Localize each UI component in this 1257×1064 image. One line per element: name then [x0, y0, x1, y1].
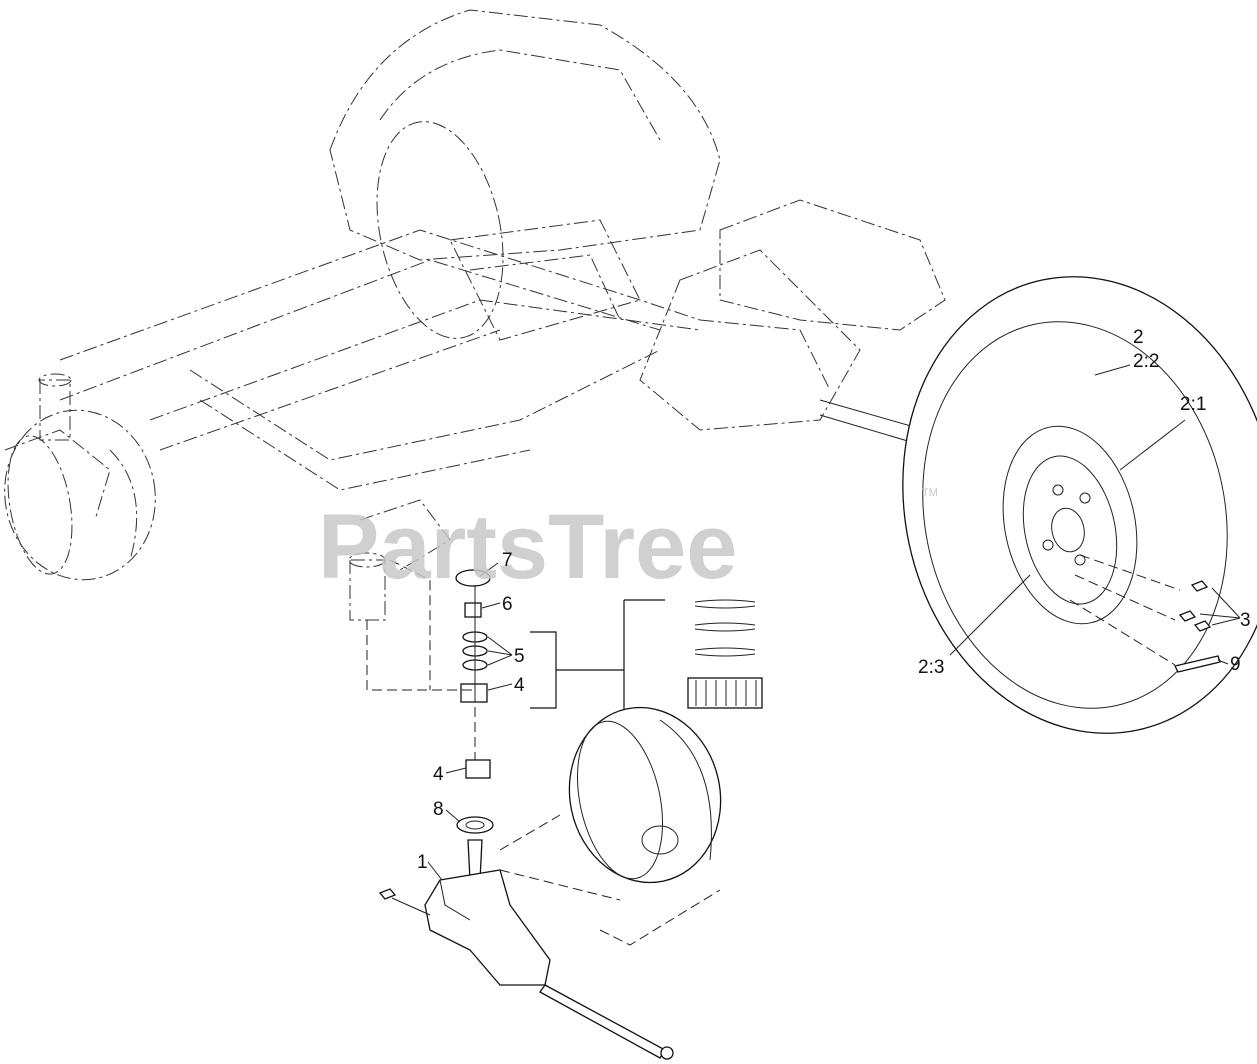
- seal: [456, 816, 494, 834]
- callout-6: 6: [502, 594, 513, 615]
- dust-cap: [455, 569, 491, 587]
- callout-8: 8: [433, 799, 444, 820]
- caster-wheel: [499, 706, 722, 946]
- callout-9: 9: [1230, 654, 1241, 675]
- callout-2-2: 2:2: [1133, 351, 1159, 372]
- lug-nuts: [1178, 580, 1212, 632]
- caster-fork: [424, 869, 551, 986]
- caster-fork-assembly: [378, 759, 674, 1060]
- front-left-caster-wheel: [4, 409, 156, 581]
- callout-7: 7: [502, 550, 513, 571]
- callout-4-lower: 4: [433, 764, 444, 785]
- valve-stem: [1174, 655, 1221, 673]
- watermark-trademark: TM: [922, 487, 938, 499]
- mower-frame-phantom: [4, 9, 961, 621]
- callout-4-upper: 4: [514, 675, 525, 696]
- leader-lines: [427, 364, 1241, 881]
- rear-tire-assembly: [902, 276, 1257, 734]
- watermark-text: PartsTree: [318, 496, 737, 598]
- enlarged-bearing-view: [687, 599, 763, 709]
- callout-labels: 2 2:2 2:1 2:3 3 9 7 6 5 4 4 8 1: [417, 327, 1251, 873]
- callout-2: 2: [1133, 327, 1144, 348]
- callout-1: 1: [417, 852, 428, 873]
- callout-5: 5: [514, 646, 525, 667]
- nut: [464, 602, 482, 618]
- callout-2-1: 2:1: [1180, 394, 1206, 415]
- tapered-bearing: [460, 683, 488, 703]
- lower-bearing: [465, 759, 491, 779]
- callout-3: 3: [1240, 610, 1251, 631]
- callout-2-3: 2:3: [918, 657, 944, 678]
